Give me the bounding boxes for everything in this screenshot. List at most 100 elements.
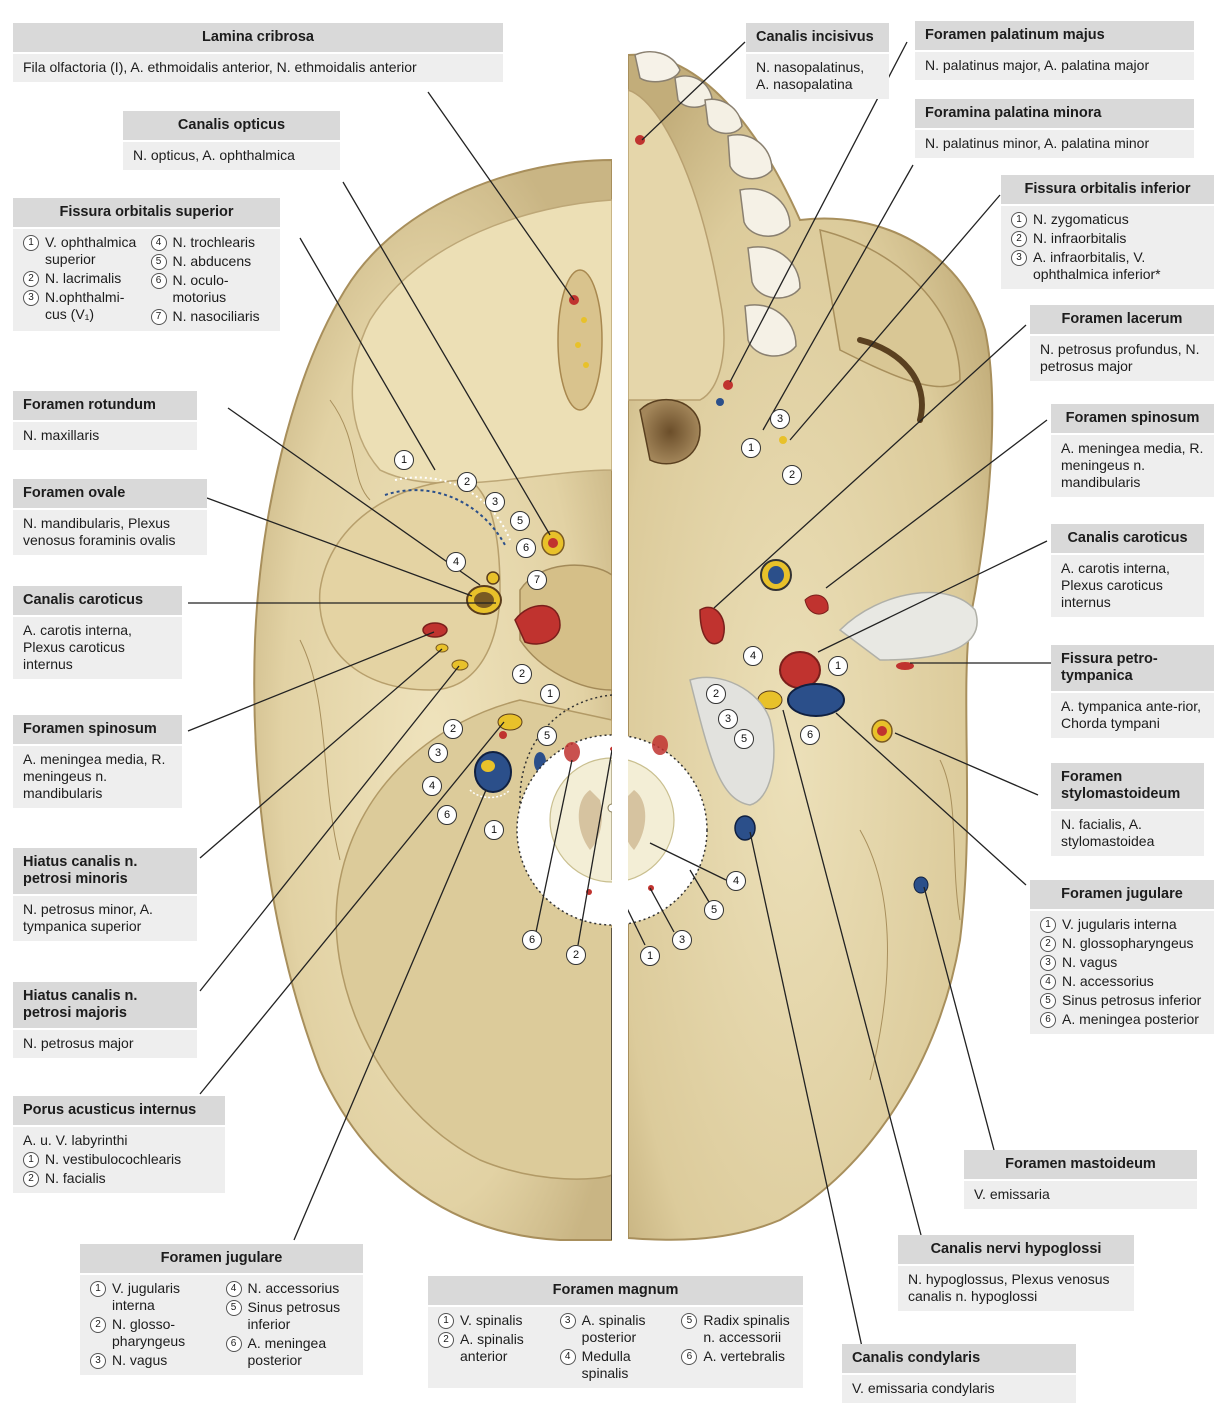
- label-text: Fila olfactoria (I), A. ethmoidalis ante…: [13, 54, 503, 82]
- number-badge: 1: [1011, 212, 1027, 228]
- label-foramen-jugulare-right: Foramen jugulare 1V. jugularis interna 2…: [1030, 880, 1214, 1034]
- number-badge: 1: [90, 1281, 106, 1297]
- list-item: 4Medulla spinalis: [560, 1348, 672, 1382]
- label-title: Canalis opticus: [123, 111, 340, 140]
- label-title: Foramen ovale: [13, 479, 207, 508]
- marker-fm-3: 3: [672, 930, 692, 950]
- marker-fm-4: 4: [726, 871, 746, 891]
- list-item: 2N. infraorbitalis: [1011, 230, 1204, 247]
- number-badge: 3: [560, 1313, 576, 1329]
- marker-foi-2: 2: [782, 465, 802, 485]
- number-badge: 5: [681, 1313, 697, 1329]
- label-foramen-ovale: Foramen ovale N. mandibularis, Plexus ve…: [13, 479, 207, 555]
- label-title: Foramen palatinum majus: [915, 21, 1194, 50]
- number-badge: 3: [90, 1353, 106, 1369]
- marker-foi-3: 3: [770, 409, 790, 429]
- label-title: Hiatus canalis n. petrosi minoris: [13, 848, 197, 894]
- marker-foi-1: 1: [741, 438, 761, 458]
- marker-porus-2: 2: [512, 664, 532, 684]
- label-title: Fissura petro-tympanica: [1051, 645, 1214, 691]
- label-text: A. carotis interna, Plexus caroticus int…: [13, 617, 182, 679]
- list-item: 4N. accessorius: [1040, 973, 1204, 990]
- number-badge: 4: [560, 1349, 576, 1365]
- label-title: Fissura orbitalis inferior: [1001, 175, 1214, 204]
- list-item: 7N. nasociliaris: [151, 308, 271, 325]
- label-text: A. meningea media, R. meningeus n. mandi…: [13, 746, 182, 808]
- label-title: Lamina cribrosa: [13, 23, 503, 52]
- marker-jug-r-4: 4: [743, 646, 763, 666]
- list-item: 2A. spinalis anterior: [438, 1331, 550, 1365]
- label-foramen-spinosum-right: Foramen spinosum A. meningea media, R. m…: [1051, 404, 1214, 497]
- number-badge: 2: [90, 1317, 106, 1333]
- marker-jug-l-4: 4: [422, 776, 442, 796]
- label-foramen-jugulare-bottom: Foramen jugulare 1V. jugularis interna 2…: [80, 1244, 363, 1375]
- marker-fos-7: 7: [527, 570, 547, 590]
- number-badge: 7: [151, 309, 167, 325]
- marker-fm-2: 2: [566, 945, 586, 965]
- marker-jug-r-2: 2: [706, 684, 726, 704]
- label-text: N. opticus, A. ophthalmica: [123, 142, 340, 170]
- marker-fm-6: 6: [522, 930, 542, 950]
- number-badge: 5: [226, 1300, 242, 1316]
- label-title: Foramen magnum: [428, 1276, 803, 1305]
- label-title: Fissura orbitalis superior: [13, 198, 280, 227]
- marker-fm-1: 1: [640, 946, 660, 966]
- skull-left-half: [254, 160, 612, 1240]
- label-title: Foramen jugulare: [1030, 880, 1214, 909]
- label-canalis-nervi-hypoglossi: Canalis nervi hypoglossi N. hypoglossus,…: [898, 1235, 1134, 1311]
- label-text: A. tympanica ante-rior, Chorda tympani: [1051, 693, 1214, 738]
- label-title: Porus acusticus internus: [13, 1096, 225, 1125]
- marker-jug-l-6: 6: [437, 805, 457, 825]
- label-foramina-palatina-minora: Foramina palatina minora N. palatinus mi…: [915, 99, 1194, 158]
- number-badge: 2: [438, 1332, 454, 1348]
- list-item: 3N. vagus: [90, 1352, 218, 1369]
- number-badge: 6: [151, 273, 167, 289]
- list-item: 3N.ophthalmi-cus (V₁): [23, 289, 143, 323]
- list-item: 5N. abducens: [151, 253, 271, 270]
- label-text: N. maxillaris: [13, 422, 197, 450]
- label-canalis-condylaris: Canalis condylaris V. emissaria condylar…: [842, 1344, 1076, 1403]
- marker-fos-4: 4: [446, 552, 466, 572]
- marker-jug-l-2: 2: [443, 719, 463, 739]
- label-foramen-spinosum-left: Foramen spinosum A. meningea media, R. m…: [13, 715, 182, 808]
- marker-jug-r-6: 6: [800, 725, 820, 745]
- label-foramen-stylomastoideum: Foramen stylomastoideum N. facialis, A. …: [1051, 763, 1204, 856]
- label-text: N. hypoglossus, Plexus venosus canalis n…: [898, 1266, 1134, 1311]
- number-badge: 1: [438, 1313, 454, 1329]
- number-badge: 2: [23, 271, 39, 287]
- label-title: Foramen stylomastoideum: [1051, 763, 1204, 809]
- label-title: Foramen spinosum: [1051, 404, 1214, 433]
- number-badge: 4: [226, 1281, 242, 1297]
- label-canalis-caroticus-left: Canalis caroticus A. carotis interna, Pl…: [13, 586, 182, 679]
- marker-fos-2: 2: [457, 472, 477, 492]
- label-text: N. petrosus profundus, N. petrosus major: [1030, 336, 1214, 381]
- marker-porus-1: 1: [540, 684, 560, 704]
- number-badge: 2: [23, 1171, 39, 1187]
- marker-fos-3: 3: [485, 492, 505, 512]
- list-item: A. u. V. labyrinthi: [23, 1132, 215, 1149]
- label-text: N. palatinus major, A. palatina major: [915, 52, 1194, 80]
- number-badge: 3: [1040, 955, 1056, 971]
- number-badge: 3: [23, 290, 39, 306]
- label-title: Foramen lacerum: [1030, 305, 1214, 334]
- marker-fos-6: 6: [516, 538, 536, 558]
- number-badge: 2: [1040, 936, 1056, 952]
- marker-jug-r-5: 5: [734, 729, 754, 749]
- number-badge: 1: [1040, 917, 1056, 933]
- marker-jug-l-5: 5: [537, 726, 557, 746]
- list-item: 6A. vertebralis: [681, 1348, 793, 1365]
- label-title: Canalis condylaris: [842, 1344, 1076, 1373]
- label-text: N. mandibularis, Plexus venosus foramini…: [13, 510, 207, 555]
- marker-jug-l-1: 1: [484, 820, 504, 840]
